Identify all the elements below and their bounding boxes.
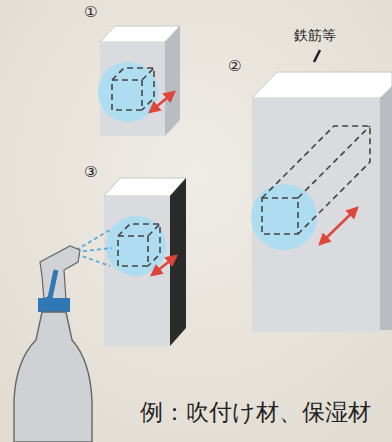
callout-number: ② — [228, 58, 241, 75]
callout-number: ① — [84, 4, 97, 21]
callout-number: ③ — [84, 164, 97, 181]
concrete-block-3 — [104, 178, 186, 346]
spray-bottle — [14, 230, 112, 442]
note-text: 例：吹付け材、保湿材 — [140, 400, 371, 425]
rebar-label: 鉄筋等 — [294, 28, 336, 43]
concrete-block-1 — [98, 26, 180, 136]
rebar-leader — [314, 50, 320, 62]
concrete-block-2 — [251, 50, 392, 332]
